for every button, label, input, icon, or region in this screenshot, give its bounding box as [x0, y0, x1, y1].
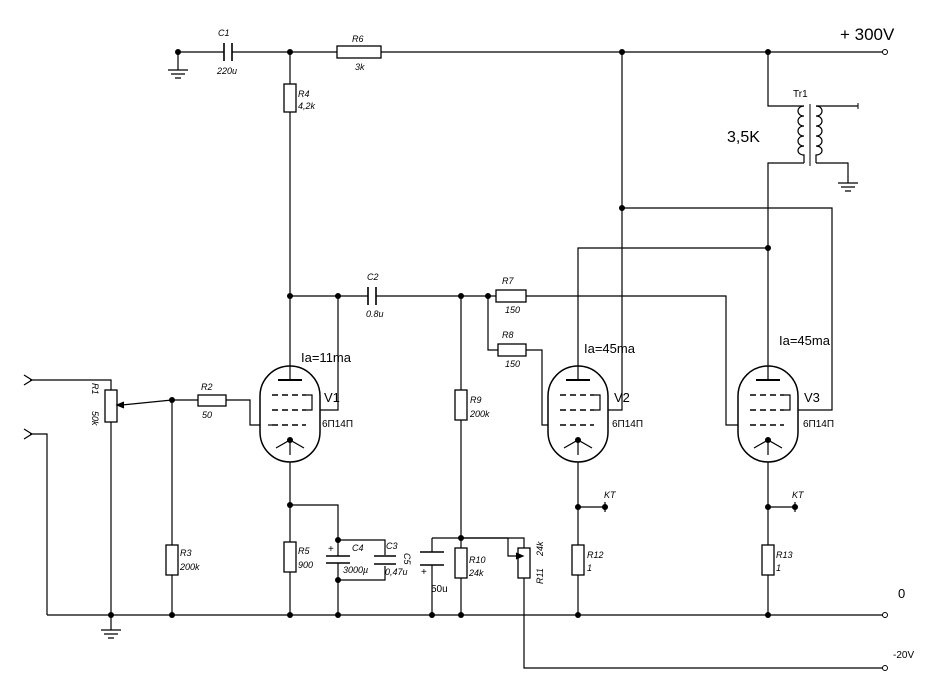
output-transformer: Tr1 3,5K [727, 89, 859, 166]
tube-V1: Ia=11ma V1 6П14П [259, 350, 353, 463]
r11-value: 24k [535, 541, 545, 557]
r11-ref: R11 [535, 568, 545, 584]
svg-text:+: + [328, 544, 334, 555]
r12-ref: R12 [587, 550, 604, 560]
c3-value: 0,47u [385, 567, 408, 577]
r5-value: 900 [298, 560, 313, 570]
r1-value: 50k [90, 411, 100, 426]
rail-minus20-label: -20V [893, 650, 914, 661]
resistor-R1: R1 50k [90, 383, 125, 426]
r6-value: 3k [355, 62, 365, 72]
r5-ref: R5 [298, 546, 310, 556]
resistor-R8: R8 150 [497, 330, 527, 369]
r2-ref: R2 [201, 382, 213, 392]
r7-ref: R7 [502, 276, 514, 286]
c3-ref: C3 [386, 541, 398, 551]
capacitor-C4: + C4 3000µ [326, 540, 368, 578]
resistor-R9: R9 200k [454, 389, 490, 421]
v2-type: 6П14П [612, 419, 643, 430]
r6-ref: R6 [352, 34, 364, 44]
test-point-v3: KT [792, 490, 805, 512]
c1-value: 220u [216, 66, 237, 76]
resistor-R11: R11 24k [515, 541, 545, 584]
r1-ref: R1 [90, 383, 100, 395]
resistor-R13: R13 1 [761, 544, 793, 576]
r12-value: 1 [587, 563, 592, 573]
capacitor-C1: C1 220u [216, 28, 237, 76]
test-point-v2: KT [604, 490, 617, 512]
capacitor-C2: C2 0.8u [366, 272, 384, 319]
c5-ref: C5 [402, 553, 412, 565]
r9-value: 200k [469, 409, 490, 419]
c4-value: 3000µ [343, 565, 368, 575]
c2-value: 0.8u [366, 309, 384, 319]
wiring [30, 51, 885, 669]
c4-ref: C4 [352, 543, 364, 553]
tr1-ref: Tr1 [793, 89, 808, 100]
capacitor-C3: C3 0,47u [374, 541, 408, 577]
resistor-R12: R12 1 [571, 544, 604, 576]
r2-value: 50 [202, 410, 212, 420]
r9-ref: R9 [470, 395, 482, 405]
v2-ref: V2 [614, 390, 630, 405]
r10-value: 24k [468, 568, 484, 578]
r8-ref: R8 [502, 330, 514, 340]
r7-value: 150 [505, 305, 520, 315]
r10-ref: R10 [469, 555, 486, 565]
junction-dots [108, 49, 888, 671]
v1-type: 6П14П [322, 419, 353, 430]
resistor-R5: R5 900 [283, 541, 313, 573]
v1-current: Ia=11ma [301, 350, 352, 365]
rail-zero-label: 0 [898, 586, 905, 601]
v1-ref: V1 [324, 390, 340, 405]
v3-type: 6П14П [803, 419, 834, 430]
c1-ref: C1 [218, 28, 230, 38]
rail-plus300-label: + 300V [840, 25, 895, 44]
resistor-R2: R2 50 [197, 382, 227, 420]
v3-ref: V3 [804, 390, 820, 405]
kt-label-v3: KT [792, 490, 805, 500]
v2-current: Ia=45ma [584, 341, 636, 356]
ground-symbol-input [101, 615, 121, 639]
input-terminals [23, 374, 34, 440]
svg-text:+: + [421, 567, 427, 578]
r4-value: 4,2k [298, 101, 316, 111]
resistor-R4: R4 4,2k [283, 83, 316, 113]
r4-ref: R4 [298, 89, 310, 99]
tube-V3: Ia=45ma V3 6П14П [737, 333, 834, 463]
capacitor-C5: + C5 50u [402, 551, 448, 595]
resistor-R10: R10 24k [454, 547, 486, 579]
r3-value: 200k [179, 562, 200, 572]
v3-current: Ia=45ma [779, 333, 831, 348]
c5-value: 50u [431, 584, 448, 595]
tube-V2: Ia=45ma V2 6П14П [547, 341, 643, 463]
kt-label-v2: KT [604, 490, 617, 500]
r8-value: 150 [505, 359, 520, 369]
r13-value: 1 [776, 563, 781, 573]
resistor-R3: R3 200k [165, 544, 200, 576]
c2-ref: C2 [367, 272, 379, 282]
resistor-R7: R7 150 [495, 276, 527, 315]
tr1-impedance: 3,5K [727, 129, 760, 146]
r13-ref: R13 [776, 550, 793, 560]
resistor-R6: R6 3k [336, 34, 382, 72]
r3-ref: R3 [180, 548, 192, 558]
